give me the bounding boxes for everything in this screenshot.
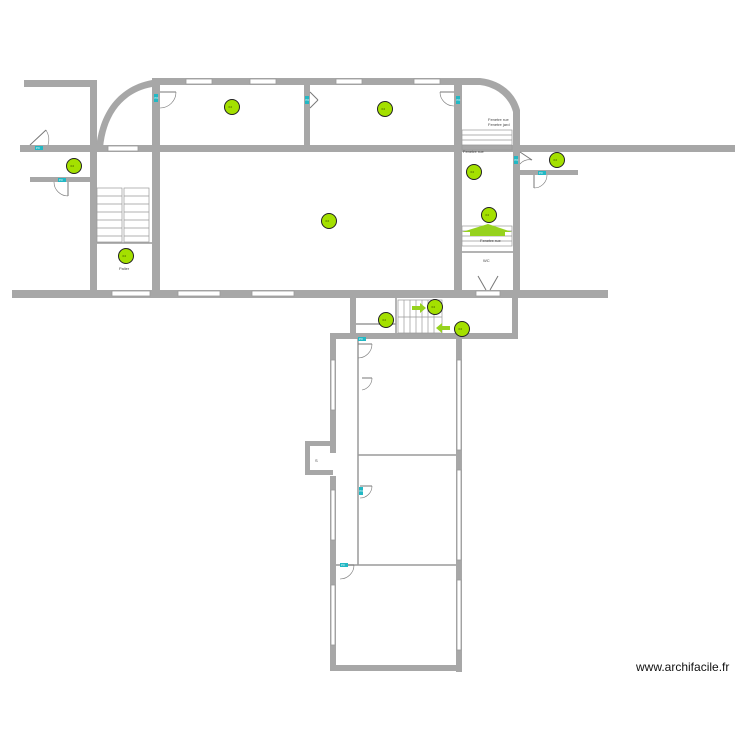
door-tag: PO: [35, 146, 43, 150]
label-wc: WC: [483, 258, 490, 263]
svg-text:PO: PO: [341, 563, 345, 567]
svg-text:PO: PO: [515, 158, 519, 162]
door: [309, 91, 319, 109]
svg-text:0.0: 0.0: [554, 158, 558, 162]
svg-text:0.0: 0.0: [71, 164, 75, 168]
door-tag: PO: [358, 337, 366, 341]
label-fenetre-3: Fenetre rue: [480, 238, 501, 243]
arrow-up-icon: [462, 224, 512, 236]
svg-text:0.0: 0.0: [432, 305, 436, 309]
sensor-marker[interactable]: 0.0: [466, 164, 482, 180]
door-tag: PO: [340, 563, 348, 567]
door: [477, 275, 499, 291]
svg-text:PO: PO: [155, 96, 159, 100]
door-tag: PO: [514, 156, 518, 164]
door-tag: PO: [305, 96, 309, 104]
sensor-marker[interactable]: 0.0: [378, 312, 394, 328]
door: [53, 181, 69, 197]
door-tag: PO: [538, 171, 546, 175]
door: [29, 129, 50, 146]
walls: [12, 78, 735, 672]
door: [519, 151, 533, 165]
door-tag: PO: [359, 487, 363, 495]
door: [357, 343, 373, 359]
svg-text:0.0: 0.0: [123, 254, 127, 258]
svg-text:PO: PO: [360, 489, 364, 493]
doors: [29, 91, 548, 580]
svg-text:0.0: 0.0: [229, 105, 233, 109]
svg-text:PO: PO: [36, 146, 40, 150]
sensor-marker[interactable]: 0.0: [118, 248, 134, 264]
door-tag: PO: [154, 94, 158, 102]
svg-text:0.0: 0.0: [471, 170, 475, 174]
sensor-marker[interactable]: 0.0: [427, 299, 443, 315]
svg-text:PO: PO: [306, 98, 310, 102]
svg-text:PO: PO: [59, 178, 63, 182]
label-fenetre-1: Fenetre rue: [488, 117, 509, 122]
room-labels: Fenetre rue Fenetre jard Fenetre rue Fen…: [119, 117, 510, 463]
door-tags: PO PO PO PO PO PO PO PO PO PO: [35, 94, 546, 567]
sensor-marker[interactable]: 0.0: [549, 152, 565, 168]
sensor-marker[interactable]: 0.0: [224, 99, 240, 115]
sensor-marker[interactable]: 0.0: [481, 207, 497, 223]
svg-text:PO: PO: [359, 337, 363, 341]
door: [361, 377, 373, 391]
label-box: S: [315, 458, 318, 463]
label-palier: Palier: [119, 266, 130, 271]
staircase-left: [96, 187, 150, 243]
arrow-left-icon: [436, 323, 450, 333]
door: [159, 91, 177, 109]
label-fenetre-1b: Fenetre jard: [488, 122, 510, 127]
svg-text:0.0: 0.0: [486, 213, 490, 217]
sensor-marker[interactable]: 0.0: [377, 101, 393, 117]
door-tag: PO: [456, 96, 460, 104]
door: [339, 564, 355, 580]
door-tag: PO: [58, 178, 66, 182]
svg-text:PO: PO: [539, 171, 543, 175]
svg-text:PO: PO: [457, 98, 461, 102]
door: [439, 91, 455, 107]
door: [359, 485, 373, 499]
svg-text:0.0: 0.0: [326, 219, 330, 223]
sensors: 0.0 0.0 0.0 0.0 0.0 0.0 0.0 0.0 0.0 0.0 …: [66, 99, 565, 337]
svg-text:0.0: 0.0: [383, 318, 387, 322]
sensor-marker[interactable]: 0.0: [454, 321, 470, 337]
svg-text:0.0: 0.0: [382, 107, 386, 111]
watermark: www.archifacile.fr: [636, 660, 730, 674]
partitions: [97, 242, 513, 566]
sensor-marker[interactable]: 0.0: [321, 213, 337, 229]
sensor-marker[interactable]: 0.0: [66, 158, 82, 174]
svg-text:0.0: 0.0: [459, 327, 463, 331]
door: [533, 174, 548, 189]
arrow-right-icon: [412, 303, 426, 313]
windows: [107, 78, 501, 651]
label-fenetre-2: Fenetre rue: [463, 149, 484, 154]
